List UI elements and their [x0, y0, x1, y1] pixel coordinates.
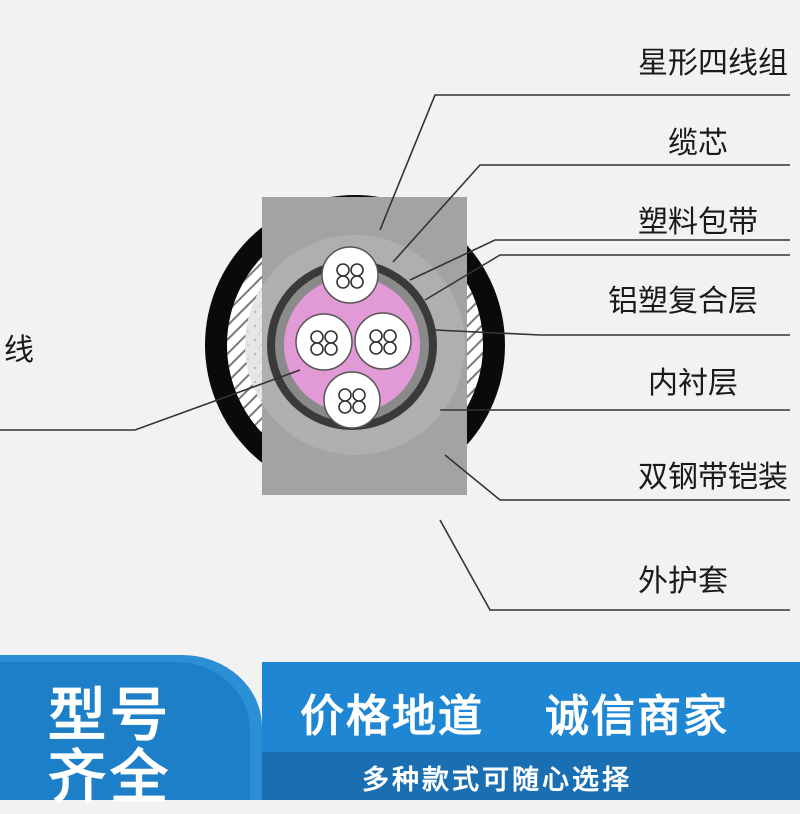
label-left-cutoff: 线: [4, 333, 34, 368]
star-quad-group: [295, 246, 412, 429]
banner-subtitle: 多种款式可随心选择: [362, 765, 632, 796]
label-inner-liner: 内衬层: [648, 366, 738, 401]
banner-left-line1: 型号: [48, 681, 173, 749]
banner-slogan-1: 价格地道: [300, 691, 484, 742]
banner-slogan-2: 诚信商家: [545, 691, 729, 742]
label-plastic-tape: 塑料包带: [638, 205, 758, 240]
label-steel-tape: 双钢带铠装: [638, 460, 788, 495]
banner-subtitle-band: [262, 752, 800, 800]
leader-lines: [0, 94, 790, 611]
banner-left-tab: [0, 662, 250, 800]
cable-cross-section-diagram: [0, 94, 790, 611]
banner-left-line2: 齐全: [48, 743, 173, 811]
label-outer-sheath: 外护套: [638, 564, 728, 599]
label-al-plastic: 铝塑复合层: [608, 284, 758, 319]
label-core: 缆芯: [668, 126, 728, 161]
label-star-quad: 星形四线组: [638, 46, 788, 81]
